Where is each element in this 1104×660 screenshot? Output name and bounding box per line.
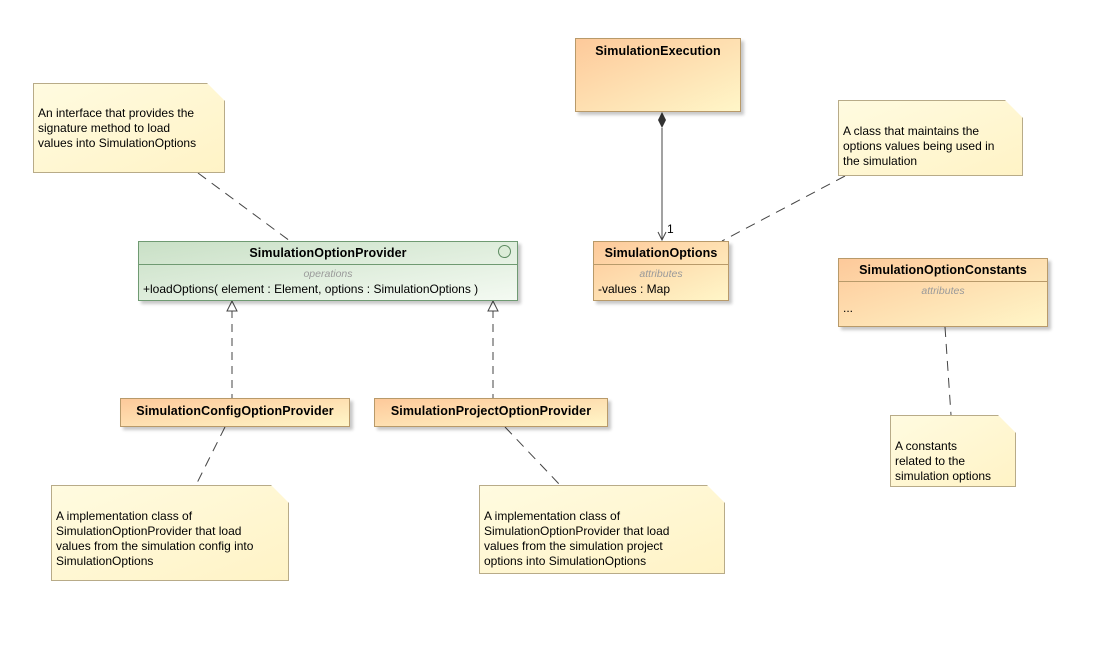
note-line: A implementation class of: [56, 509, 193, 523]
class-name: SimulationProjectOptionProvider: [390, 404, 592, 418]
interface-icon: [498, 245, 511, 258]
note-line: SimulationOptionProvider that load: [56, 524, 242, 538]
class-name: SimulationExecution: [595, 44, 721, 58]
note-line: simulation options: [895, 469, 992, 483]
note-line: related to the: [895, 454, 966, 468]
note-line: values into SimulationOptions: [38, 136, 197, 150]
operations-compartment: operations +loadOptions( element : Eleme…: [139, 264, 517, 296]
anchor-options-note: [721, 175, 846, 242]
navigation-arrowhead: [657, 231, 667, 242]
note-text: A implementation class of SimulationOpti…: [52, 509, 280, 569]
compartment-label: attributes: [921, 285, 965, 297]
class-simulation-execution[interactable]: SimulationExecution: [575, 38, 741, 112]
note-interface[interactable]: An interface that provides the signature…: [33, 83, 225, 173]
class-simulation-config-option-provider[interactable]: SimulationConfigOptionProvider: [120, 398, 350, 427]
note-line: A class that maintains the: [843, 124, 980, 138]
interface-simulation-option-provider[interactable]: SimulationOptionProvider operations +loa…: [138, 241, 518, 301]
compartment-label: operations: [303, 268, 353, 280]
attributes-compartment: attributes -values : Map: [594, 264, 728, 296]
note-line: SimulationOptions: [56, 554, 154, 568]
class-simulation-option-constants[interactable]: SimulationOptionConstants attributes ...: [838, 258, 1048, 327]
realization-arrowhead-config: [226, 299, 238, 312]
realization-arrowhead-project: [487, 299, 499, 312]
note-line: A constants: [895, 439, 958, 453]
note-text: A class that maintains the options value…: [839, 124, 1014, 169]
note-options[interactable]: A class that maintains the options value…: [838, 100, 1023, 176]
note-line: values from the simulation config into: [56, 539, 254, 553]
anchor-config-note: [195, 426, 226, 486]
note-constants[interactable]: A constants related to the simulation op…: [890, 415, 1016, 487]
class-name: SimulationOptions: [604, 246, 718, 260]
note-line: options values being used in: [843, 139, 995, 153]
note-text: A constants related to the simulation op…: [891, 439, 1007, 484]
note-text: A implementation class of SimulationOpti…: [480, 509, 716, 569]
multiplicity-label: 1: [667, 222, 674, 236]
note-line: SimulationOptionProvider that load: [484, 524, 670, 538]
note-line: An interface that provides the: [38, 106, 195, 120]
class-simulation-project-option-provider[interactable]: SimulationProjectOptionProvider: [374, 398, 608, 427]
attribute: -values : Map: [598, 282, 671, 296]
anchor-interface-note: [197, 172, 291, 242]
note-text: An interface that provides the signature…: [34, 106, 216, 151]
note-line: options into SimulationOptions: [484, 554, 647, 568]
anchor-project-note: [504, 426, 561, 486]
compartment-label: attributes: [639, 268, 683, 280]
anchor-constants-note: [944, 326, 952, 416]
note-line: signature method to load: [38, 121, 171, 135]
class-name: SimulationConfigOptionProvider: [136, 404, 334, 418]
composition-diamond: [658, 112, 666, 128]
attribute: ...: [843, 301, 854, 315]
note-line: A implementation class of: [484, 509, 621, 523]
note-config[interactable]: A implementation class of SimulationOpti…: [51, 485, 289, 581]
attributes-compartment: attributes ...: [839, 281, 1047, 315]
class-name: SimulationOptionConstants: [859, 263, 1027, 277]
operation: +loadOptions( element : Element, options…: [143, 282, 479, 296]
note-line: values from the simulation project: [484, 539, 663, 553]
note-project[interactable]: A implementation class of SimulationOpti…: [479, 485, 725, 574]
note-line: the simulation: [843, 154, 918, 168]
class-name: SimulationOptionProvider: [249, 246, 407, 260]
class-simulation-options[interactable]: SimulationOptions attributes -values : M…: [593, 241, 729, 301]
